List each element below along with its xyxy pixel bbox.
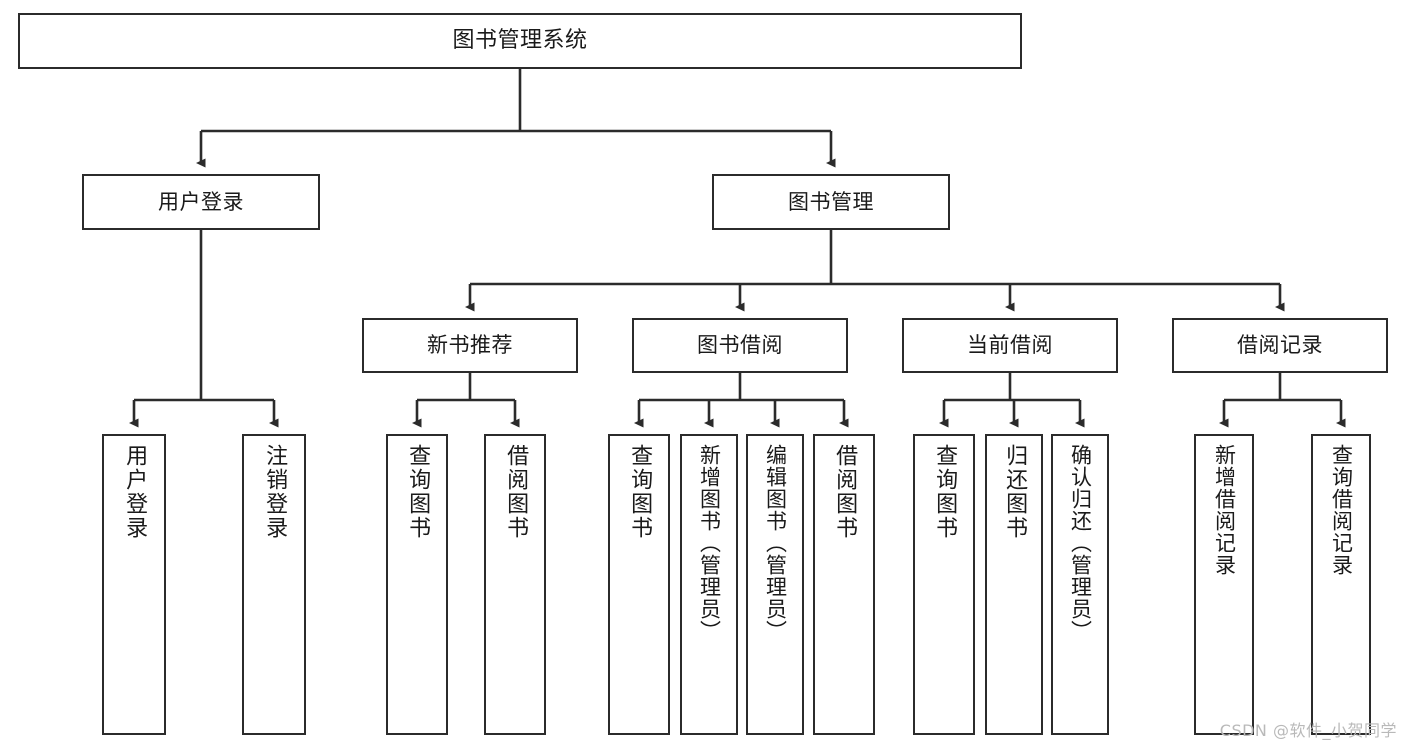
node-label: 编辑图书（管理员） <box>763 444 788 642</box>
node-leaf-borrow-book[interactable]: 借阅图书 <box>813 434 875 735</box>
node-label: 新增借阅记录 <box>1212 444 1237 576</box>
node-root-book-management-system[interactable]: 图书管理系统 <box>18 13 1022 69</box>
node-leaf-user-logout[interactable]: 注销登录 <box>242 434 306 735</box>
node-leaf-query-book-recommend[interactable]: 查询图书 <box>386 434 448 735</box>
node-label: 注销登录 <box>262 444 288 540</box>
node-leaf-add-borrow-record[interactable]: 新增借阅记录 <box>1194 434 1254 735</box>
node-book-management[interactable]: 图书管理 <box>712 174 950 230</box>
node-label: 图书管理 <box>788 189 874 214</box>
node-current-borrow[interactable]: 当前借阅 <box>902 318 1118 373</box>
node-label: 图书管理系统 <box>452 28 588 54</box>
node-leaf-confirm-return-admin[interactable]: 确认归还（管理员） <box>1051 434 1109 735</box>
node-book-borrow[interactable]: 图书借阅 <box>632 318 848 373</box>
node-leaf-query-book-borrow[interactable]: 查询图书 <box>608 434 670 735</box>
node-leaf-add-book-admin[interactable]: 新增图书（管理员） <box>680 434 738 735</box>
node-label: 查询图书 <box>627 444 653 540</box>
node-label: 归还图书 <box>1002 444 1028 540</box>
node-leaf-query-book-current[interactable]: 查询图书 <box>913 434 975 735</box>
node-label: 借阅记录 <box>1237 333 1323 358</box>
node-label: 借阅图书 <box>503 444 529 540</box>
node-leaf-user-login[interactable]: 用户登录 <box>102 434 166 735</box>
node-label: 确认归还（管理员） <box>1068 444 1093 642</box>
node-leaf-return-book[interactable]: 归还图书 <box>985 434 1043 735</box>
node-leaf-query-borrow-record[interactable]: 查询借阅记录 <box>1311 434 1371 735</box>
csdn-watermark: CSDN @软件_小贺同学 <box>1219 721 1397 740</box>
node-label: 新增图书（管理员） <box>697 444 722 642</box>
node-label: 图书借阅 <box>697 333 783 358</box>
node-label: 借阅图书 <box>832 444 858 540</box>
node-user-login[interactable]: 用户登录 <box>82 174 320 230</box>
node-leaf-borrow-book-recommend[interactable]: 借阅图书 <box>484 434 546 735</box>
node-borrow-record[interactable]: 借阅记录 <box>1172 318 1388 373</box>
node-label: 当前借阅 <box>967 333 1053 358</box>
node-leaf-edit-book-admin[interactable]: 编辑图书（管理员） <box>746 434 804 735</box>
node-label: 用户登录 <box>158 189 244 214</box>
node-label: 查询图书 <box>932 444 958 540</box>
node-label: 用户登录 <box>122 444 148 540</box>
node-label: 查询借阅记录 <box>1329 444 1354 576</box>
node-new-book-recommend[interactable]: 新书推荐 <box>362 318 578 373</box>
node-label: 查询图书 <box>405 444 431 540</box>
node-label: 新书推荐 <box>427 333 513 358</box>
